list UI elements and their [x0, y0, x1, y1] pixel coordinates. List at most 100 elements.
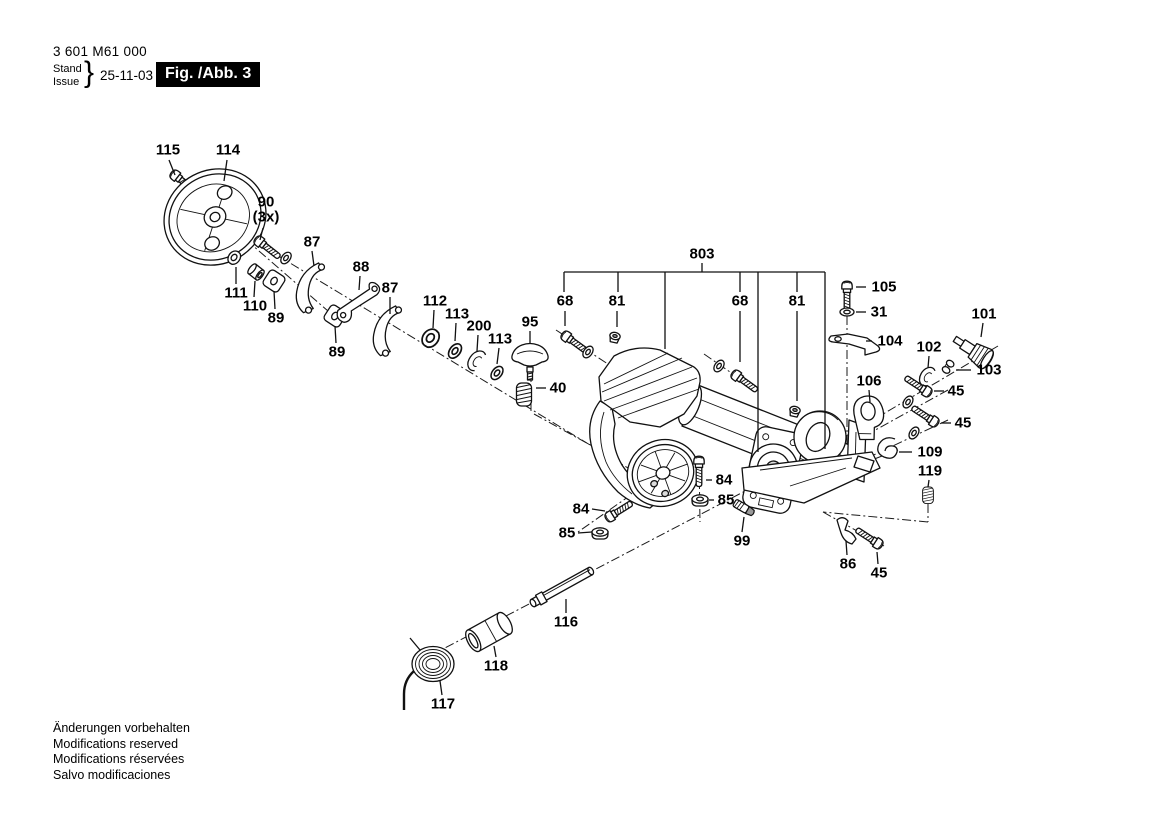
part-label-116: 116 — [554, 614, 578, 631]
part-label-99: 99 — [734, 533, 751, 550]
wheel-fender — [589, 400, 665, 509]
housing-assembly — [589, 347, 881, 514]
part-label-102: 102 — [916, 339, 941, 356]
washer-45 — [906, 424, 922, 442]
part-label-86: 86 — [840, 556, 857, 573]
part-label-45: 45 — [955, 415, 972, 432]
part-label-87: 87 — [304, 234, 321, 251]
part-label-101: 101 — [971, 306, 996, 323]
leader-line — [845, 540, 848, 556]
part-label-45: 45 — [871, 565, 888, 582]
leader-line — [259, 227, 264, 241]
leader-line — [591, 508, 606, 512]
nut-85 — [591, 527, 609, 540]
torsion-spring-117 — [402, 637, 455, 710]
washer-113 — [487, 363, 507, 383]
nut-81 — [787, 404, 802, 419]
screw-90 — [251, 233, 284, 262]
leader-line — [273, 290, 276, 310]
notice-de: Änderungen vorbehalten — [53, 721, 190, 735]
part-label-114: 114 — [216, 142, 241, 159]
pin-99 — [732, 499, 755, 517]
part-label-89: 89 — [329, 344, 346, 361]
washer-113 — [445, 340, 465, 362]
guard-87 — [367, 301, 405, 359]
part-label-110: 110 — [243, 298, 267, 315]
part-label-103: 103 — [976, 362, 1001, 379]
spring-washer-200 — [467, 350, 487, 372]
screw-45 — [908, 402, 942, 430]
knob-101 — [952, 335, 994, 370]
leader-line — [577, 531, 593, 534]
screw-68 — [728, 367, 761, 396]
washer-90 — [278, 249, 294, 267]
leader-line — [927, 479, 930, 488]
wheel-114 — [163, 168, 267, 266]
notice-es: Salvo modificaciones — [53, 767, 171, 782]
part-label-105: 105 — [871, 279, 896, 296]
part-label-113: 113 — [445, 306, 469, 323]
plate-106 — [853, 395, 885, 441]
rod-116 — [529, 566, 595, 608]
part-label-68: 68 — [732, 293, 749, 310]
leader-line — [493, 645, 497, 658]
sleeve-118 — [465, 611, 513, 653]
gear-cover — [598, 347, 701, 428]
leader-line — [476, 334, 479, 352]
leader-line — [253, 280, 256, 298]
leader-line — [454, 322, 457, 342]
leader-line — [223, 159, 228, 182]
lever-88 — [336, 281, 381, 323]
part-label-85: 85 — [559, 525, 576, 542]
washer-68 — [711, 357, 727, 375]
part-label-90-qty: (3x) — [253, 209, 280, 226]
leader-line — [876, 551, 879, 565]
stand-label: Stand — [53, 63, 82, 75]
leader-line — [432, 309, 435, 329]
part-label-81: 81 — [609, 293, 626, 310]
part-label-87: 87 — [382, 280, 399, 297]
guard-87 — [290, 258, 328, 316]
spacer-110 — [247, 263, 265, 281]
stand-issue-label: Stand Issue — [53, 63, 82, 89]
document-part-number: 3 601 M61 000 — [53, 44, 147, 59]
part-label-104: 104 — [877, 333, 903, 350]
block-89 — [262, 269, 286, 293]
spring-119 — [922, 486, 934, 505]
nut-112 — [417, 325, 444, 352]
part-label-111: 111 — [224, 285, 247, 302]
part-label-119: 119 — [918, 463, 942, 480]
issue-date: 25-11-03 — [100, 68, 154, 83]
part-label-85: 85 — [718, 492, 735, 509]
leader-line — [439, 680, 443, 696]
issue-label: Issue — [53, 76, 80, 88]
leader-line — [927, 355, 930, 369]
part-label-200: 200 — [466, 318, 491, 335]
part-label-81: 81 — [789, 293, 806, 310]
part-label-40: 40 — [550, 380, 567, 397]
foot-bracket — [741, 451, 881, 504]
leader-line — [496, 347, 500, 365]
leader-line — [168, 159, 176, 176]
part-label-109: 109 — [917, 444, 942, 461]
leader-line — [358, 275, 361, 291]
part-label-45: 45 — [948, 383, 965, 400]
spring-40 — [515, 382, 533, 407]
part-label-112: 112 — [423, 293, 447, 310]
part-label-115: 115 — [156, 142, 180, 159]
clip-109 — [877, 437, 898, 459]
leader-line — [334, 325, 337, 344]
wing-knob-95 — [511, 342, 549, 381]
part-label-118: 118 — [484, 658, 508, 675]
group-bracket-803 — [563, 263, 826, 452]
part-label-113: 113 — [488, 331, 512, 348]
pivot-boss — [793, 410, 847, 464]
part-label-88: 88 — [353, 259, 370, 276]
part-label-106: 106 — [856, 373, 881, 390]
part-label-31: 31 — [871, 304, 888, 321]
leader-line — [741, 516, 745, 533]
notice-en: Modifications reserved — [53, 736, 179, 751]
screw-84 — [602, 497, 636, 525]
